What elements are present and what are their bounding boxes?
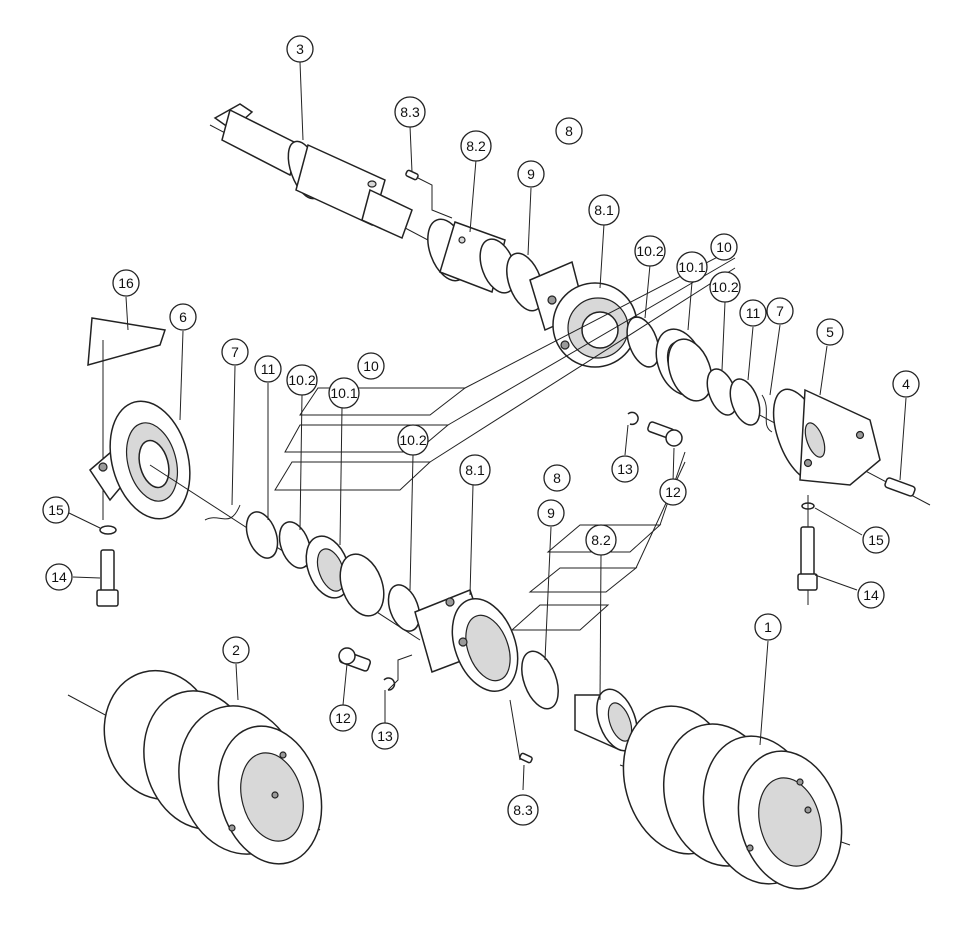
callout-6: 6 bbox=[169, 303, 197, 331]
callout-8-1-top: 8.1 bbox=[588, 194, 620, 226]
part-bolt-lower-left bbox=[338, 647, 413, 691]
callout-13-left: 13 bbox=[371, 722, 399, 750]
part-end-cap-right bbox=[772, 388, 881, 486]
callout-15-left: 15 bbox=[42, 496, 70, 524]
svg-text:10.1: 10.1 bbox=[330, 385, 357, 401]
svg-text:11: 11 bbox=[746, 305, 761, 321]
callout-10-2-right-b: 10.2 bbox=[709, 271, 741, 303]
part-roller-left bbox=[67, 669, 323, 865]
svg-text:5: 5 bbox=[826, 324, 834, 340]
callout-9-top: 9 bbox=[517, 160, 545, 188]
svg-text:14: 14 bbox=[863, 587, 879, 603]
callout-8-2-top: 8.2 bbox=[460, 130, 492, 162]
callout-15-right: 15 bbox=[862, 526, 890, 554]
part-seal-top bbox=[626, 316, 713, 402]
svg-text:6: 6 bbox=[179, 309, 187, 325]
svg-text:10.2: 10.2 bbox=[711, 279, 738, 295]
part-bushing-top bbox=[427, 218, 517, 294]
svg-text:4: 4 bbox=[902, 376, 910, 392]
callout-12-left: 12 bbox=[329, 704, 357, 732]
svg-text:15: 15 bbox=[868, 532, 884, 548]
part-seal-left bbox=[149, 464, 421, 641]
callout-16: 16 bbox=[112, 269, 140, 297]
part-ring-bottom bbox=[521, 650, 559, 710]
callout-14-right: 14 bbox=[857, 581, 885, 609]
svg-text:8.2: 8.2 bbox=[466, 138, 486, 154]
callout-10-1-right: 10.1 bbox=[676, 251, 708, 283]
svg-text:10.2: 10.2 bbox=[399, 432, 426, 448]
callout-10-1-left: 10.1 bbox=[328, 377, 360, 409]
callout-11-left: 11 bbox=[254, 355, 282, 383]
callout-10-left: 10 bbox=[357, 352, 385, 380]
part-bolt-right bbox=[884, 477, 916, 497]
callout-4: 4 bbox=[892, 370, 920, 398]
part-bolt-lower-right bbox=[797, 495, 818, 605]
callout-12-right: 12 bbox=[659, 478, 687, 506]
svg-text:8.3: 8.3 bbox=[400, 104, 420, 120]
svg-text:8: 8 bbox=[565, 123, 573, 139]
part-roller-right bbox=[619, 705, 851, 890]
callout-10-2-right-a: 10.2 bbox=[634, 235, 666, 267]
svg-text:10.2: 10.2 bbox=[288, 372, 315, 388]
part-pin-bottom bbox=[509, 699, 533, 764]
svg-text:14: 14 bbox=[51, 569, 67, 585]
svg-text:15: 15 bbox=[48, 502, 64, 518]
svg-text:10: 10 bbox=[716, 239, 732, 255]
callout-8-2-bottom: 8.2 bbox=[585, 524, 617, 556]
svg-text:12: 12 bbox=[665, 484, 681, 500]
part-end-cap-left bbox=[87, 317, 191, 520]
callout-13-right: 13 bbox=[611, 455, 639, 483]
svg-text:8.1: 8.1 bbox=[594, 202, 614, 218]
part-shaft bbox=[213, 103, 413, 240]
callout-3: 3 bbox=[286, 35, 314, 63]
svg-text:10.2: 10.2 bbox=[636, 243, 663, 259]
callout-leaders bbox=[68, 61, 907, 791]
svg-text:12: 12 bbox=[335, 710, 351, 726]
callout-7-right: 7 bbox=[766, 297, 794, 325]
svg-text:8: 8 bbox=[553, 470, 561, 486]
svg-text:3: 3 bbox=[296, 41, 304, 57]
svg-text:13: 13 bbox=[617, 461, 633, 477]
svg-text:16: 16 bbox=[118, 275, 134, 291]
part-bolt-left bbox=[96, 525, 119, 607]
callout-8-3-top: 8.3 bbox=[394, 96, 426, 128]
svg-text:7: 7 bbox=[776, 303, 784, 319]
svg-text:11: 11 bbox=[261, 361, 276, 377]
callout-8-top: 8 bbox=[555, 117, 583, 145]
callout-10-2-left-a: 10.2 bbox=[286, 364, 318, 396]
part-hub-top bbox=[529, 260, 638, 368]
part-bushing-bottom bbox=[574, 688, 638, 752]
part-hub-bottom bbox=[414, 589, 519, 693]
svg-text:1: 1 bbox=[764, 619, 772, 635]
callout-9-bottom: 9 bbox=[537, 499, 565, 527]
callout-5: 5 bbox=[816, 318, 844, 346]
part-rings-right bbox=[706, 368, 773, 433]
callout-11-right: 11 bbox=[739, 299, 767, 327]
svg-text:7: 7 bbox=[231, 344, 239, 360]
svg-text:2: 2 bbox=[232, 642, 240, 658]
callout-8-3-bottom: 8.3 bbox=[507, 794, 539, 826]
svg-text:9: 9 bbox=[547, 505, 555, 521]
svg-text:8.1: 8.1 bbox=[465, 462, 485, 478]
callout-10-right: 10 bbox=[710, 233, 738, 261]
callout-8-mid: 8 bbox=[543, 464, 571, 492]
callout-7-left: 7 bbox=[221, 338, 249, 366]
part-bolt-centre bbox=[627, 411, 683, 447]
svg-text:8.3: 8.3 bbox=[513, 802, 533, 818]
svg-text:8.2: 8.2 bbox=[591, 532, 611, 548]
callout-10-2-left-b: 10.2 bbox=[397, 424, 429, 456]
callout-1: 1 bbox=[754, 613, 782, 641]
leader-panels-right bbox=[510, 451, 686, 631]
callout-8-1-bottom: 8.1 bbox=[459, 454, 491, 486]
svg-text:13: 13 bbox=[377, 728, 393, 744]
callout-14-left: 14 bbox=[45, 563, 73, 591]
svg-text:10.1: 10.1 bbox=[678, 259, 705, 275]
part-pin-top bbox=[405, 169, 453, 219]
svg-text:10: 10 bbox=[363, 358, 379, 374]
callout-2: 2 bbox=[222, 636, 250, 664]
svg-text:9: 9 bbox=[527, 166, 535, 182]
